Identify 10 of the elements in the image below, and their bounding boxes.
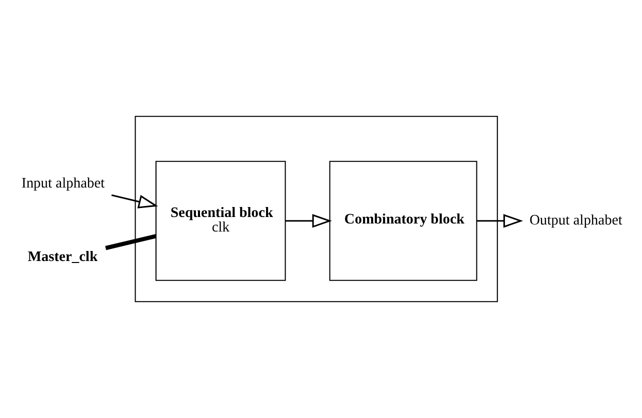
node-box: Combinatory block: [329, 160, 478, 281]
node-text: Master_clk: [28, 248, 98, 265]
cluster: [134, 116, 498, 302]
node-text: Input alphabet: [22, 175, 105, 192]
arrow: [111, 194, 158, 208]
connector: [105, 234, 156, 250]
node-text: Output alphabet: [529, 212, 622, 229]
node-box: Sequential block clk: [155, 160, 286, 281]
arrow: [285, 214, 332, 228]
arrow: [476, 214, 524, 228]
